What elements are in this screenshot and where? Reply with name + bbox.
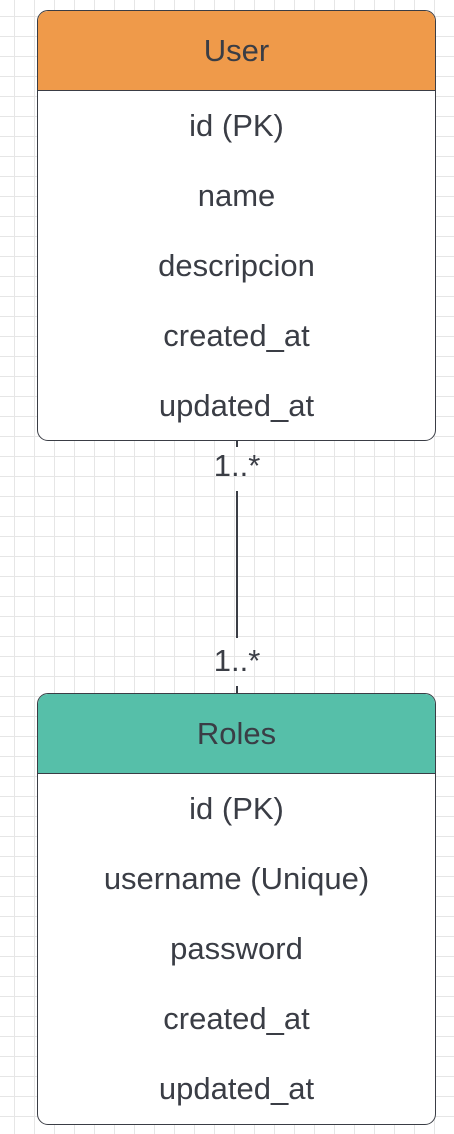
entity-user-title: User [38,11,435,91]
multiplicity-user-end: 1..* [213,448,261,483]
multiplicity-roles-end: 1..* [213,643,261,678]
entity-roles-title: Roles [38,694,435,774]
entity-user-fields: id (PK) name descripcion created_at upda… [38,91,435,440]
user-field-id: id (PK) [189,108,284,143]
entity-user[interactable]: User id (PK) name descripcion created_at… [37,10,436,441]
user-field-updated-at: updated_at [158,388,315,423]
user-field-name: name [197,178,276,213]
roles-field-password: password [170,931,303,966]
roles-field-created-at: created_at [163,1001,310,1036]
relationship-line[interactable] [236,491,238,638]
entity-roles-fields: id (PK) username (Unique) password creat… [38,774,435,1124]
roles-field-id: id (PK) [189,791,284,826]
roles-field-username: username (Unique) [103,861,370,896]
roles-field-updated-at: updated_at [158,1071,315,1106]
relationship-line-bottom [236,686,238,693]
user-field-descripcion: descripcion [158,248,315,283]
relationship-line-top [236,441,238,447]
user-field-created-at: created_at [163,318,310,353]
entity-roles[interactable]: Roles id (PK) username (Unique) password… [37,693,436,1125]
